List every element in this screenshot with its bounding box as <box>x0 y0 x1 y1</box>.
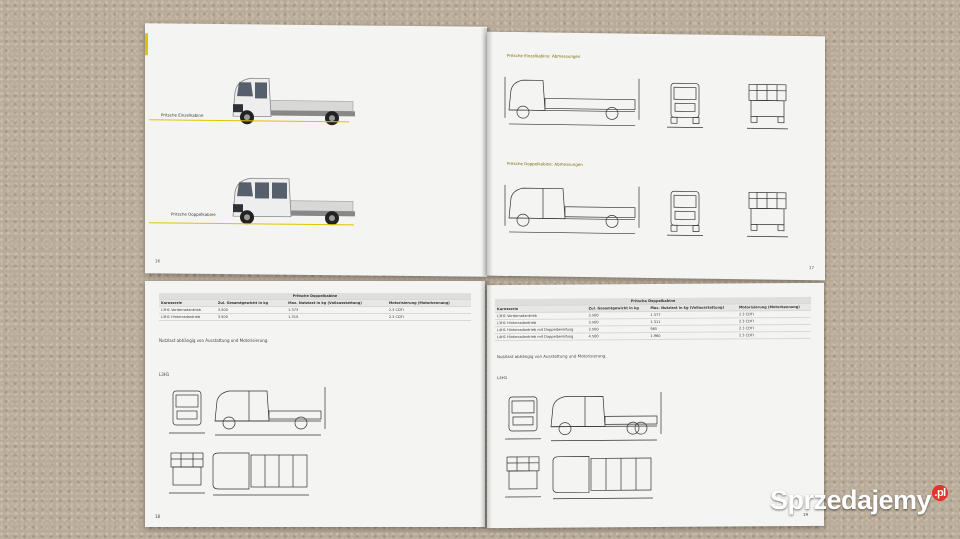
table-footnote: Nutzlast abhängig von Ausstattung und Mo… <box>497 353 607 360</box>
page-number: 18 <box>155 514 161 519</box>
drawing-rear-view <box>169 452 205 494</box>
cell: 2.3 CDTI <box>386 306 471 314</box>
cell: L4H1 Hinterradantrieb mit Doppelbereifun… <box>495 332 587 341</box>
page-number: 17 <box>809 265 815 271</box>
drawing-side-double-cab <box>504 184 640 235</box>
drawing-side-view <box>550 391 662 442</box>
table-title: Pritsche Doppelkabine <box>159 293 471 300</box>
yellow-page-marker <box>145 33 148 56</box>
drawing-front-view <box>505 396 541 440</box>
cell: 2.3 CDTI <box>736 331 811 339</box>
cell: 1.373 <box>286 306 387 314</box>
table-row: L3H1 Hinterradantrieb 3.500 1.315 2.3 CD… <box>159 313 471 321</box>
col-header: Motorisierung (Motorkennung) <box>386 299 471 307</box>
van-photo-single-cab <box>232 77 355 126</box>
col-header: Max. Nutzlast in kg (Vollausstattung) <box>286 299 387 307</box>
caption-double-cab: Pritsche Doppelkabine <box>171 211 216 217</box>
drawing-front-single-cab <box>667 82 703 129</box>
cell: L3H1 Vorderradantrieb <box>159 306 216 314</box>
cell: L3H1 Hinterradantrieb <box>159 313 216 321</box>
variant-label: L3H1 <box>159 372 170 377</box>
drawing-side-single-cab <box>504 76 640 127</box>
brochure-page-top-right: Pritsche Einzelkabine: Abmessungen Prits… <box>487 31 825 281</box>
cell: 2.3 CDTI <box>386 313 471 321</box>
dimensions-title-double: Pritsche Doppelkabine: Abmessungen <box>507 160 583 167</box>
col-header: Karosserie <box>159 299 216 307</box>
cell: 1.315 <box>286 313 387 321</box>
watermark-text: Sprzedajemy <box>770 485 932 515</box>
page-number: 16 <box>155 258 161 264</box>
drawing-front-view <box>169 390 205 434</box>
drawing-rear-view <box>505 456 541 498</box>
drawing-rear-single-cab <box>747 83 788 130</box>
drawing-rear-double-cab <box>747 191 788 238</box>
drawing-side-view <box>214 387 326 436</box>
col-header: Zul. Gesamtgewicht in kg <box>215 299 287 307</box>
caption-single-cab: Pritsche Einzelkabine <box>161 112 204 118</box>
brochure-page-top-left: Pritsche Einzelkabine Pritsche Doppelkab… <box>145 23 487 277</box>
cell: 3.500 <box>215 313 287 321</box>
cell: 4.500 <box>586 332 649 340</box>
drawing-top-view <box>552 456 653 500</box>
cell: 1.960 <box>648 331 737 340</box>
variant-label: L4H1 <box>497 375 508 381</box>
table-row: L4H1 Hinterradantrieb mit Doppelbereifun… <box>495 331 811 341</box>
cell: 3.500 <box>215 306 287 314</box>
brochure-page-bottom-right: Pritsche Doppelkabine Karosserie Zul. Ge… <box>487 282 824 529</box>
table-row: L3H1 Vorderradantrieb 3.500 1.373 2.3 CD… <box>159 306 471 314</box>
payload-table-right: Pritsche Doppelkabine Karosserie Zul. Ge… <box>495 296 811 341</box>
watermark-badge: .pl <box>932 485 949 501</box>
van-photo-double-cab <box>232 177 355 226</box>
sprzedajemy-watermark-logo: Sprzedajemy.pl <box>770 485 949 516</box>
payload-table-left: Pritsche Doppelkabine Karosserie Zul. Ge… <box>159 293 471 321</box>
dimensions-title-single: Pritsche Einzelkabine: Abmessungen <box>507 52 581 59</box>
table-footnote: Nutzlast abhängig von Ausstattung und Mo… <box>159 338 269 343</box>
drawing-top-view <box>212 452 309 496</box>
bottom-spine-shadow <box>480 281 492 529</box>
brochure-page-bottom-left: Pritsche Doppelkabine Karosserie Zul. Ge… <box>145 281 485 527</box>
drawing-front-double-cab <box>667 190 703 237</box>
top-spine-shadow <box>481 28 493 276</box>
